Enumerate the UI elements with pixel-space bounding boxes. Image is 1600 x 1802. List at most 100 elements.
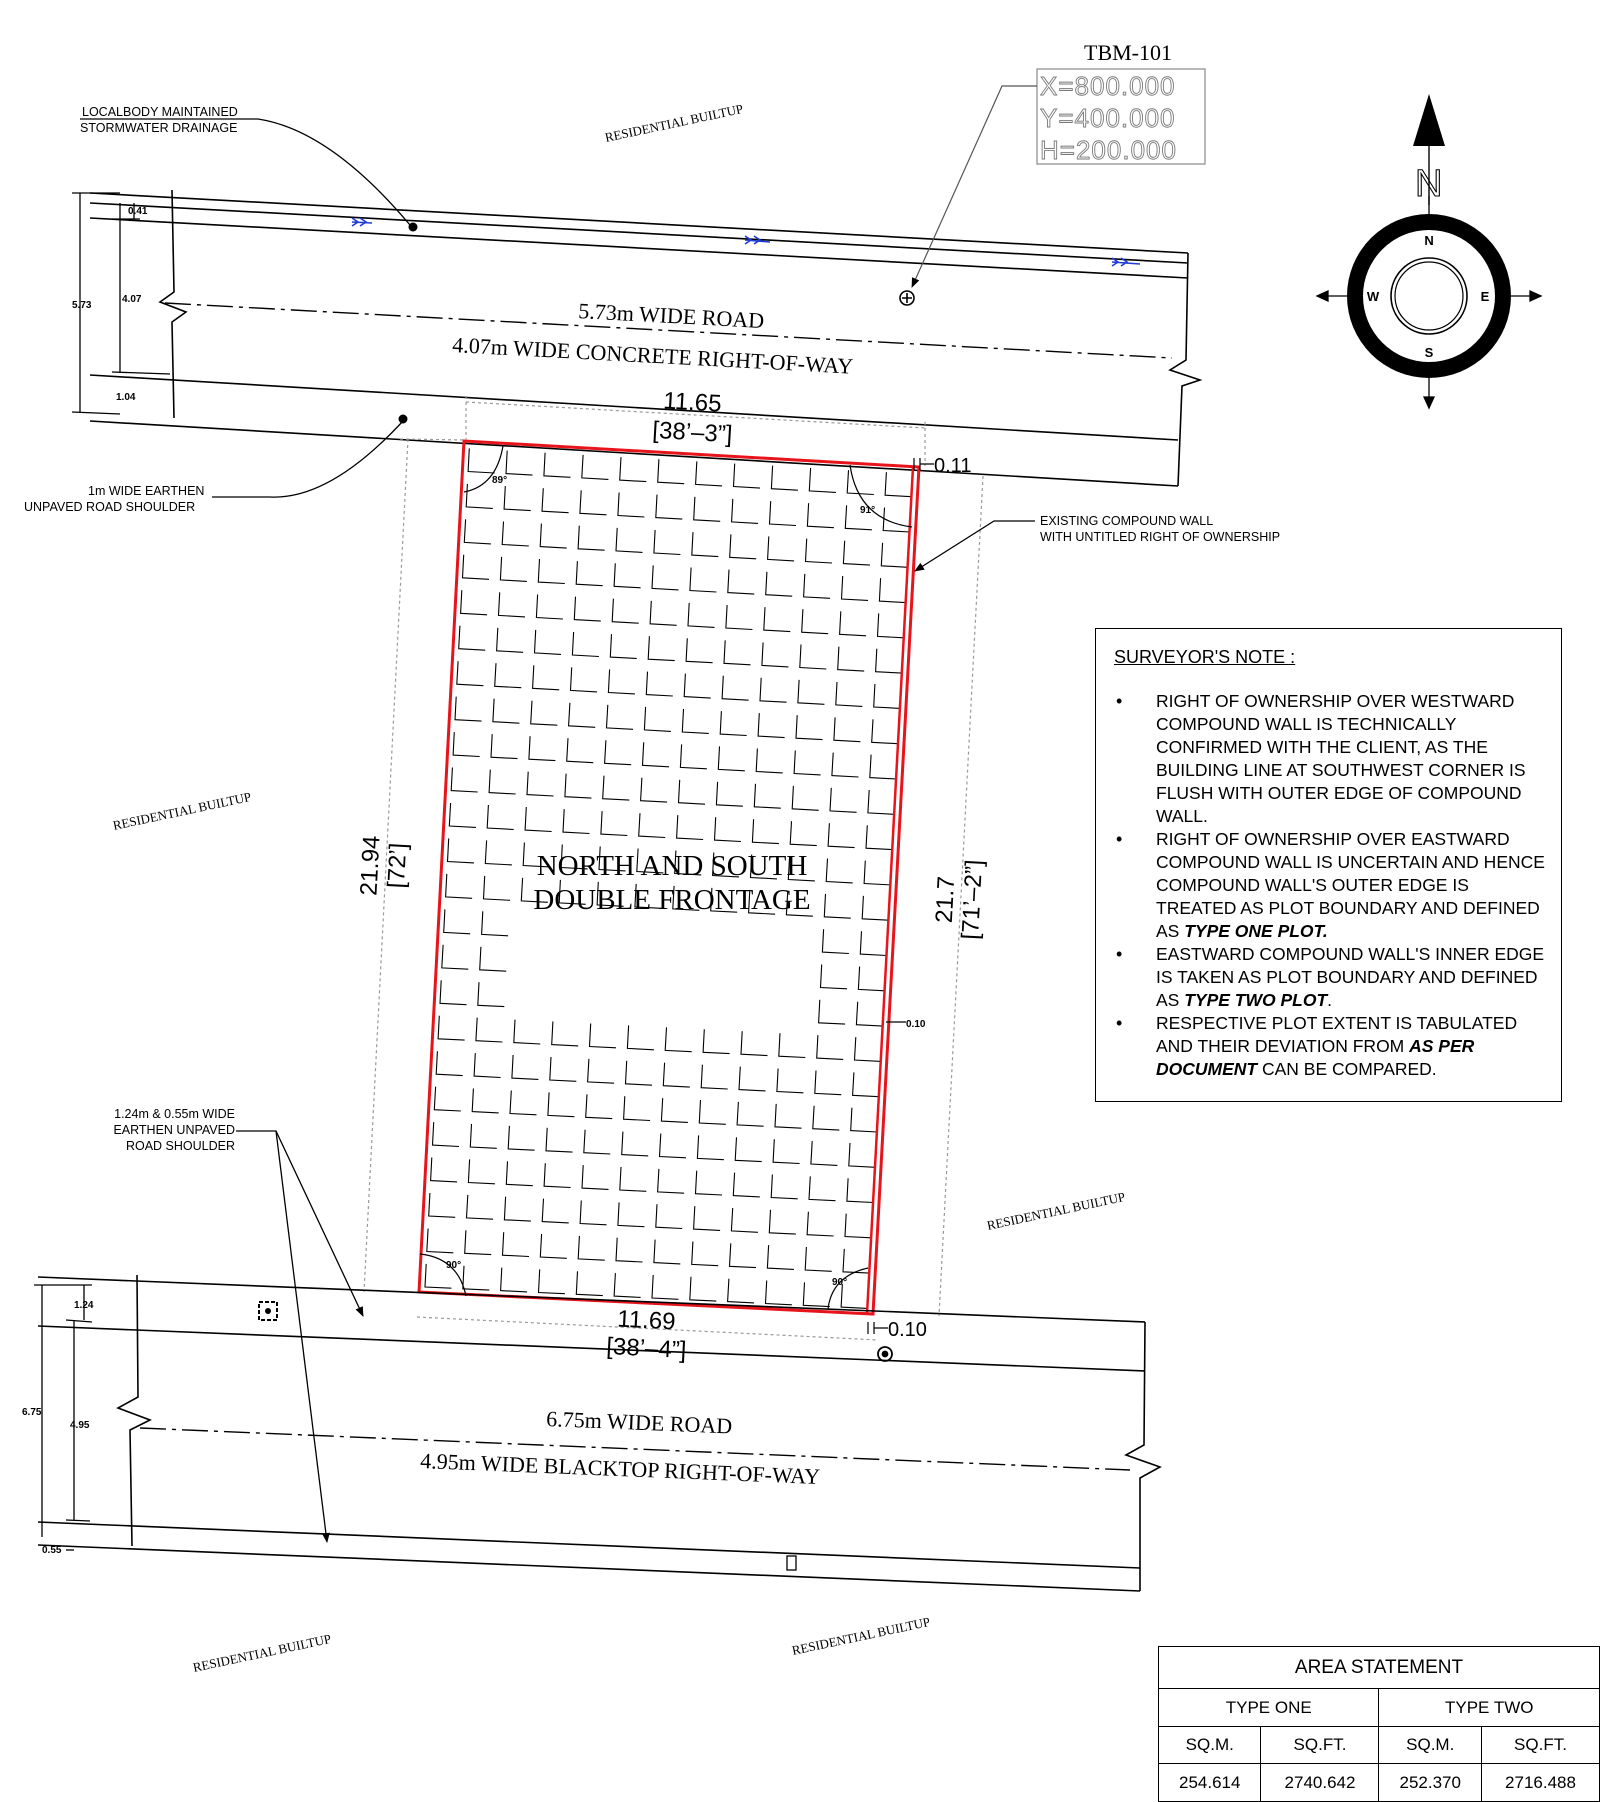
paving-tile (882, 507, 910, 533)
note-item-emphasis: AS PER DOCUMENT (1156, 1036, 1475, 1079)
paving-tile (564, 773, 592, 799)
paving-tile (799, 644, 827, 670)
paving-tile (691, 532, 719, 558)
paving-tile (727, 1278, 755, 1304)
paving-tile (430, 1157, 458, 1183)
paving-tile (484, 840, 512, 866)
paving-tile (766, 1245, 794, 1270)
paving-tile (819, 964, 848, 990)
paving-tile (837, 646, 865, 672)
plot-boundary (417, 439, 921, 1316)
north-shoulder-callout-line1: 1m WIDE EARTHEN (88, 484, 204, 498)
note-item-emphasis: TYPE TWO PLOT (1184, 990, 1328, 1010)
paving-tile (649, 600, 677, 626)
paving-tile (577, 1235, 605, 1261)
paving-tile (850, 1107, 878, 1133)
paving-tile (778, 1033, 806, 1059)
paving-tile (871, 719, 899, 745)
north-road-title: 5.73m WIDE ROAD (578, 298, 765, 333)
paving-tile (689, 1276, 717, 1302)
angle-bottom-right: 90° (832, 1277, 847, 1288)
paving-tile (808, 467, 836, 493)
paving-tile (839, 611, 867, 637)
paving-tile (428, 1192, 456, 1218)
paving-tile (579, 490, 607, 516)
south-dim-row: 4.95 (70, 1420, 90, 1431)
south-road-title: 6.75m WIDE ROAD (546, 1406, 733, 1438)
paving-tile (522, 842, 550, 868)
paving-tile (465, 483, 493, 509)
paving-tile (577, 525, 605, 551)
north-road-dimensions (71, 192, 171, 415)
paving-tile (651, 1274, 679, 1300)
paving-tile (823, 893, 851, 919)
paving-tile (609, 634, 637, 660)
paving-tile (768, 501, 797, 527)
culvert-icon (786, 1555, 797, 1571)
paving-tile (477, 982, 505, 1008)
unit-header: SQ.M. (1157, 1725, 1262, 1765)
residential-label-south: RESIDENTIAL BUILTUP (791, 1614, 932, 1658)
plot-label-line1: NORTH AND SOUTH (537, 850, 808, 882)
north-dim-shoulder: 1.04 (116, 392, 136, 403)
paving-tile (596, 881, 624, 907)
paving-tile (814, 1070, 842, 1096)
paving-tile (490, 734, 518, 760)
paving-tile (566, 738, 594, 764)
south-dim-total: 6.75 (22, 1407, 42, 1418)
south-road (37, 1274, 1162, 1592)
unit-header: SQ.FT. (1480, 1725, 1600, 1765)
paving-tile (681, 708, 709, 734)
paving-tile (878, 578, 906, 604)
paving-tile (774, 1103, 802, 1129)
paving-tile (496, 627, 524, 653)
surveyors-note-item: RIGHT OF OWNERSHIP OVER EASTWARD COMPOUN… (1114, 828, 1547, 943)
note-item-emphasis: TYPE ONE PLOT. (1184, 921, 1328, 941)
offset-top-right: 0.11 (934, 455, 971, 477)
paving-tile (458, 625, 486, 651)
south-dim-shoulder-bottom: 0.55 (42, 1545, 62, 1556)
tbm-y: Y=400.000 (1040, 103, 1176, 133)
paving-tile (471, 1088, 499, 1114)
paving-tile (689, 567, 717, 593)
paving-tile (623, 1096, 651, 1122)
paving-tile (672, 885, 700, 911)
paving-tile (712, 852, 740, 878)
plot-paving-grid (424, 448, 912, 1309)
paving-tile (853, 1037, 882, 1062)
plot-left-dimension-m: 21.94 (355, 835, 385, 896)
south-shoulder-callout-line1: 1.24m & 0.55m WIDE (114, 1107, 235, 1121)
paving-tile (657, 459, 685, 485)
paving-tile (486, 804, 514, 831)
paving-tile (738, 1066, 766, 1092)
paving-tile (840, 575, 869, 601)
paving-tile (770, 465, 798, 491)
paving-tile (827, 823, 855, 849)
paving-tile (613, 563, 641, 589)
paving-tile (804, 1246, 832, 1272)
paving-tile (715, 781, 743, 807)
paving-tile (755, 748, 783, 774)
paving-tile (426, 1228, 454, 1254)
paving-tile (560, 844, 588, 870)
plot-bottom-dimension-m: 11.69 (617, 1306, 677, 1336)
paving-tile (573, 596, 601, 622)
paving-tile (869, 754, 897, 780)
paving-tile (600, 811, 628, 837)
paving-tile (424, 1263, 452, 1289)
paving-tile (736, 1101, 764, 1127)
type-two-header: TYPE TWO (1378, 1688, 1600, 1727)
paving-tile (607, 669, 635, 695)
paving-tile (433, 1086, 461, 1112)
paving-tile (729, 534, 757, 560)
surveyors-note-item: EASTWARD COMPOUND WALL'S INNER EDGE IS T… (1114, 943, 1547, 1012)
tbm-label: TBM-101 (1084, 40, 1172, 65)
paving-tile (810, 1141, 838, 1166)
paving-tile (732, 1172, 760, 1198)
flow-arrows (351, 217, 1141, 267)
paving-tile (481, 911, 509, 937)
paving-tile (833, 717, 861, 743)
compass-n: N (1424, 233, 1433, 248)
paving-tile (464, 1230, 492, 1256)
paving-tile (604, 740, 632, 766)
